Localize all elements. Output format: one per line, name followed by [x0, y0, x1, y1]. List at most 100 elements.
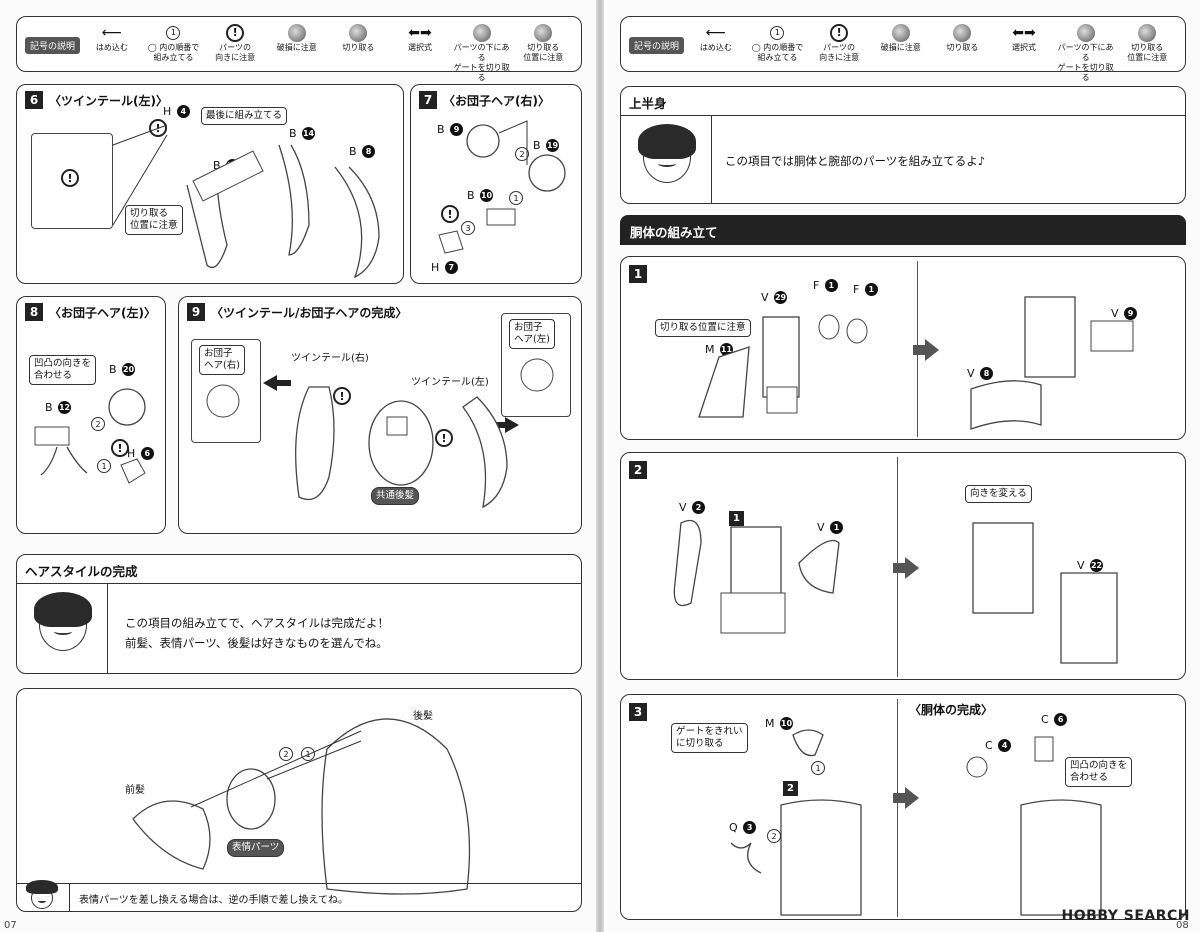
part-name-label: ツインテール(右): [291, 353, 369, 364]
order-circle: 1: [811, 761, 825, 775]
part-label: C 4: [985, 739, 1012, 752]
caution-icon: !: [226, 24, 245, 42]
order-circle: 2: [515, 147, 529, 161]
cut-icon: [953, 24, 972, 42]
caution-icon: !: [435, 429, 453, 447]
legend-item: 1◯ 内の順番で 組み立てる: [147, 26, 200, 62]
choice-arrows-icon: ⬅➡: [1012, 25, 1036, 41]
next-step-arrow: [913, 339, 939, 361]
part-name-label: 前髪: [125, 785, 145, 796]
step-title: 〈ツインテール/お団子ヘアの完成〉: [211, 305, 408, 320]
part-name-label: 後髪: [413, 711, 433, 722]
legend-item: ⬅➡選択式: [1011, 25, 1036, 52]
order-circle-icon: 1: [166, 26, 181, 40]
step-title: 〈ツインテール(左)〉: [49, 93, 168, 108]
legend-tag: 記号の説明: [629, 37, 685, 54]
step-number: 7: [419, 91, 437, 109]
part-label: V 8: [967, 367, 994, 380]
step-number: 6: [25, 91, 43, 109]
part-label: B 10: [467, 189, 494, 202]
part-label: F 1: [853, 283, 878, 296]
guide-text: この項目では胴体と腕部のパーツを組み立てるよ♪: [725, 154, 986, 168]
legend-item: 破損に注意: [267, 23, 327, 53]
step-number: 8: [25, 303, 43, 321]
legend-item: 切り取る: [933, 23, 993, 53]
section-title: ヘアスタイルの完成: [25, 564, 138, 579]
order-circle-icon: 1: [770, 26, 785, 40]
part-label: B 8: [349, 145, 376, 158]
caution-icon: !: [830, 24, 849, 42]
step-title: 〈胴体の完成〉: [909, 703, 994, 717]
callout: 共通後髪: [371, 487, 420, 505]
part-label: V 1: [817, 521, 844, 534]
order-circle: 1: [97, 459, 111, 473]
torso-step-1-panel: 1 切り取る位置に注意 V 29 F 1 F 1 M 11 V 9 V 8: [620, 256, 1186, 440]
breakage-icon: [891, 24, 910, 42]
step-8-panel: 8〈お団子ヘア(左)〉 凹凸の向きを 合わせる B 20 B 12 H 6 2 …: [16, 296, 166, 534]
guide-text: 前髪、表情パーツ、後髪は好きなものを選んでね。: [125, 636, 388, 650]
legend-item: ⟵はめ込む: [699, 25, 732, 52]
callout: お団子 ヘア(右): [199, 345, 245, 375]
part-label: H 7: [431, 261, 458, 274]
caution-icon: !: [441, 205, 459, 223]
part-label: B 19: [533, 139, 560, 152]
torso-step1-illustration: [698, 296, 1134, 430]
guide-note: 表情パーツを差し換える場合は、逆の手順で差し換えてね。: [79, 895, 348, 906]
callout: 最後に組み立てる: [201, 107, 288, 125]
legend-item: !パーツの 向きに注意: [215, 24, 256, 62]
part-label: H 6: [127, 447, 154, 460]
step-number: 2: [629, 461, 647, 479]
callout: 凹凸の向きを 合わせる: [29, 355, 97, 385]
callout: 向きを変える: [965, 485, 1032, 503]
watermark: HOBBY SEARCH: [1061, 908, 1190, 924]
torso-step2-illustration: [673, 519, 1118, 664]
legend-left: 記号の説明 ⟵はめ込む 1◯ 内の順番で 組み立てる !パーツの 向きに注意 破…: [16, 16, 582, 82]
push-arrow-icon: ⟵: [705, 25, 726, 41]
cut-position-icon: [534, 24, 553, 42]
part-label: Q 3: [729, 821, 757, 834]
caution-icon: !: [61, 169, 79, 187]
torso-step3-illustration: [730, 729, 1102, 916]
step-9-panel: 9〈ツインテール/お団子ヘアの完成〉 お団子 ヘア(右) お団子 ヘア(左) ツ…: [178, 296, 582, 534]
upper-body-panel: 上半身 この項目では胴体と腕部のパーツを組み立てるよ♪: [620, 86, 1186, 204]
part-label: M 10: [765, 717, 793, 730]
legend-right: 記号の説明 ⟵はめ込む 1◯ 内の順番で 組み立てる !パーツの 向きに注意 破…: [620, 16, 1186, 82]
next-step-arrow: [893, 787, 919, 809]
callout: 切り取る位置に注意: [655, 319, 751, 337]
hair-combo-illustration: [206, 358, 554, 509]
part-label: F 1: [813, 279, 838, 292]
next-step-arrow: [893, 557, 919, 579]
push-arrow-icon: ⟵: [101, 25, 122, 41]
legend-item: !パーツの 向きに注意: [819, 24, 860, 62]
callout: お団子 ヘア(左): [509, 319, 555, 349]
legend-item: パーツの下にある ゲートを切り取る: [1056, 23, 1116, 83]
step-title: 〈お団子ヘア(右)〉: [443, 93, 550, 108]
caution-icon: !: [333, 387, 351, 405]
step-number: 1: [629, 265, 647, 283]
mascot-avatar: [26, 880, 58, 909]
order-circle: 2: [279, 747, 293, 761]
step-number: 3: [629, 703, 647, 721]
divider: [897, 699, 898, 917]
order-circle: 1: [301, 747, 315, 761]
part-name-label: ツインテール(左): [411, 377, 489, 388]
part-label: B 9: [437, 123, 464, 136]
page-number: 08: [1176, 920, 1189, 931]
step-6-panel: 6〈ツインテール(左)〉 ! ! H 4 最後に組み立てる B 18 B 14 …: [16, 84, 404, 284]
legend-item: 1◯ 内の順番で 組み立てる: [751, 26, 804, 62]
step-title: 〈お団子ヘア(左)〉: [49, 305, 156, 320]
part-label: V 9: [1111, 307, 1138, 320]
hair-assembly-panel: 前髪 表情パーツ 後髪 2 1 表情パーツを差し換える場合は、逆の手順で差し換え…: [16, 688, 582, 912]
mascot-avatar: [34, 592, 92, 651]
callout: 凹凸の向きを 合わせる: [1065, 757, 1133, 787]
guide-text: この項目の組み立てで、ヘアスタイルは完成だよ！: [125, 616, 390, 630]
cut-position-icon: [1138, 24, 1157, 42]
odango-illustration: [438, 120, 566, 254]
part-label: B 12: [45, 401, 72, 414]
caution-icon: !: [111, 439, 129, 457]
order-circle: 2: [91, 417, 105, 431]
callout: ゲートをきれい に切り取る: [671, 723, 748, 753]
cut-icon: [349, 24, 368, 42]
hair-assembly-illustration: [132, 718, 471, 895]
legend-item: 切り取る 位置に注意: [513, 23, 573, 63]
